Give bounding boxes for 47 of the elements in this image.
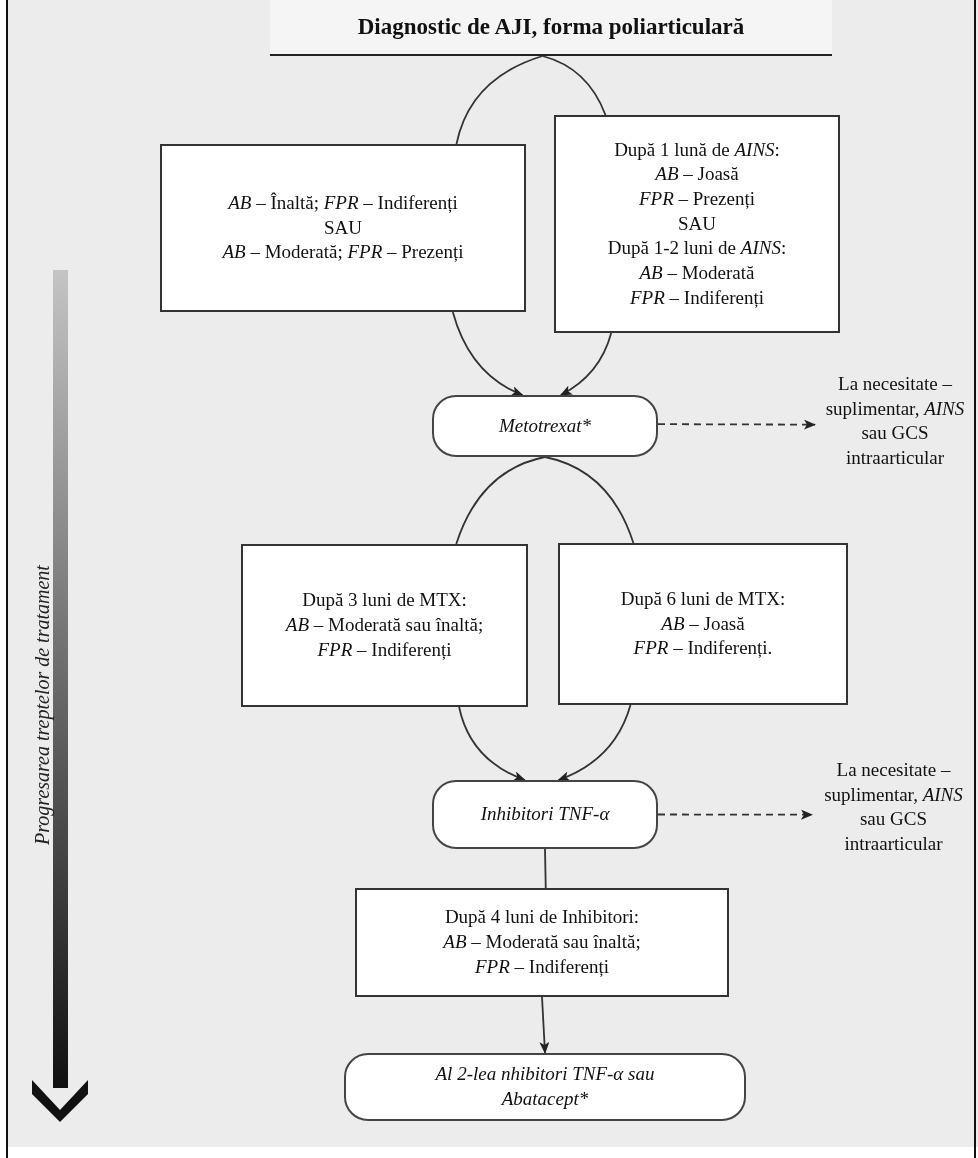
text-line: AB – Moderată; FPR – Prezenți (222, 240, 464, 265)
text-line: FPR – Prezenți (638, 186, 756, 211)
text-line: AB – Moderată sau înaltă; (443, 930, 641, 955)
condition-box (160, 144, 526, 312)
treatment-box (432, 780, 658, 849)
text-line: AB – Joasă (661, 611, 745, 636)
condition-box (558, 543, 848, 705)
text-line: AB – Moderată (639, 261, 755, 286)
text-line: FPR – Indiferenți (475, 954, 609, 979)
treatment-box (432, 395, 658, 457)
text-line: Inhibitori TNF-α (480, 802, 610, 827)
condition-box (554, 115, 840, 333)
text-line: La necesitate – suplimentar, AINS sau GCS intraarticular (825, 372, 965, 471)
condition-box (355, 888, 729, 997)
arrow (657, 809, 813, 820)
condition-box (241, 544, 528, 707)
title: Diagnostic de AJI, forma poliarticulară (357, 13, 745, 41)
text-line: SAU (324, 215, 362, 240)
text-line: AB – Moderată sau înaltă; (285, 613, 484, 638)
title-bar (270, 0, 832, 56)
text-line: La necesitate – suplimentar, AINS sau GCS intraarticular (823, 758, 964, 857)
connector-line (541, 55, 607, 116)
text-line: AB – Înaltă; FPR – Indiferenți (228, 190, 458, 215)
text-line: FPR – Indiferenți (317, 637, 452, 662)
connector-line (544, 848, 547, 889)
text-line: FPR – Indiferenți (630, 285, 764, 310)
text-line: SAU (678, 211, 716, 236)
arrow (451, 311, 524, 396)
connector-line (455, 456, 546, 545)
text-line: După 4 luni de Inhibitori: (444, 905, 640, 930)
text-line: După 6 luni de MTX: (620, 586, 786, 611)
connector-line (544, 456, 635, 544)
text-line: După 3 luni de MTX: (302, 588, 467, 613)
axis-label: Progresarea treptelor de tratament (30, 565, 54, 845)
text-line: După 1-2 luni de AINS: (607, 236, 787, 261)
text-line: Al 2-lea nhibitori TNF-α sau Abatacept* (433, 1062, 656, 1111)
text-line: AB – Joasă (655, 162, 739, 187)
arrow (539, 996, 550, 1054)
text-line: FPR – Indiferenți. (633, 636, 773, 661)
arrow (657, 419, 816, 430)
treatment-box (344, 1053, 746, 1121)
arrow (559, 332, 613, 396)
arrow (557, 704, 632, 781)
text-line: Metotrexat* (498, 413, 592, 438)
connector-line (455, 55, 544, 145)
arrow (458, 706, 526, 781)
text-line: După 1 lună de AINS: (614, 137, 780, 162)
